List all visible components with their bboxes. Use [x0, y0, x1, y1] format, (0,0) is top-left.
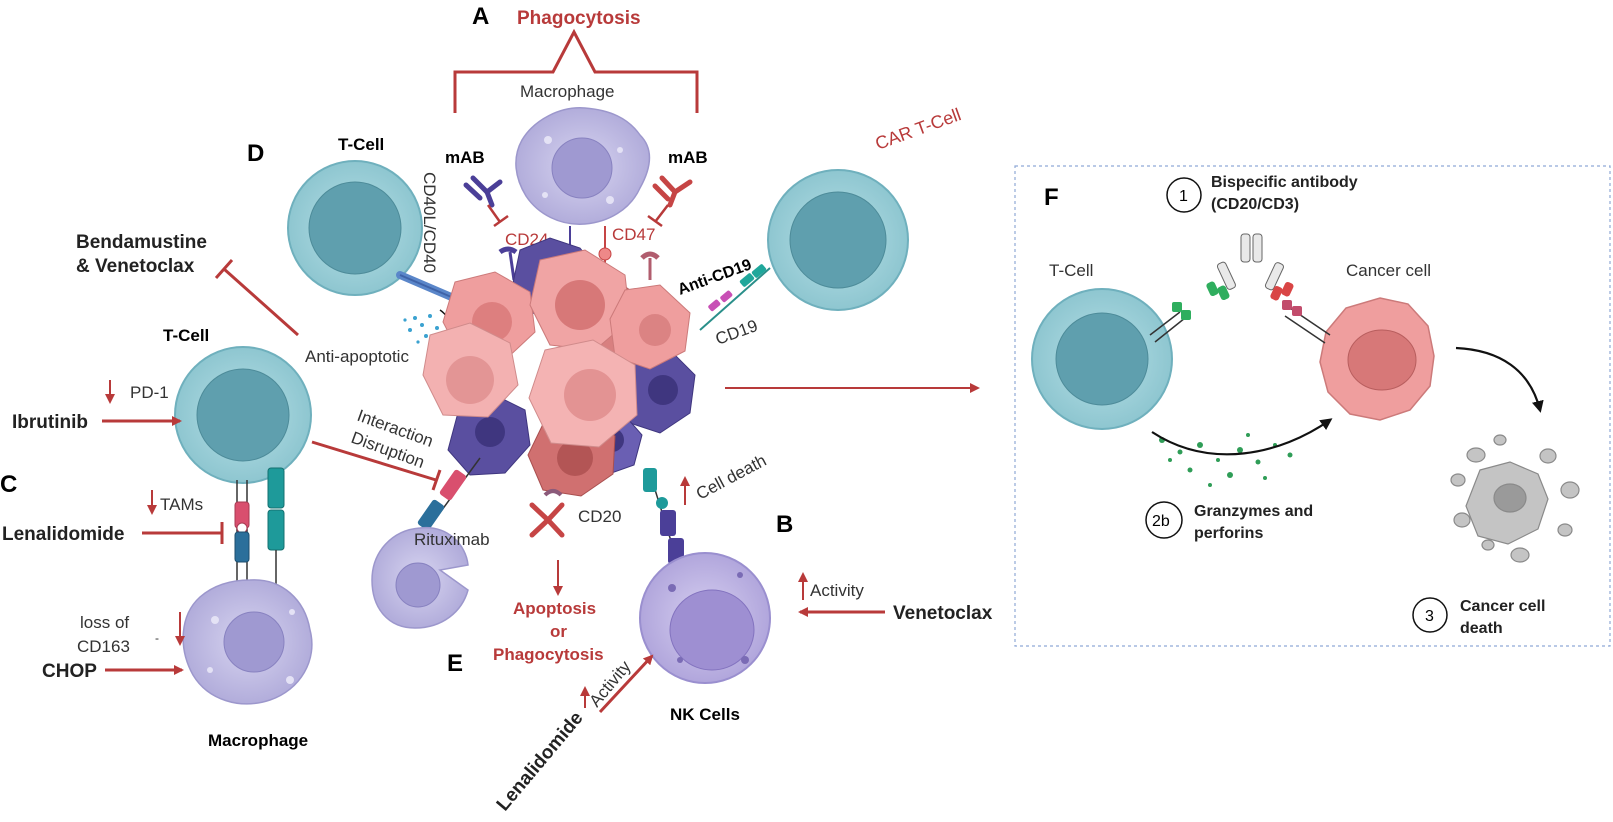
granzyme-arrow — [1151, 418, 1333, 456]
chop-label: CHOP — [42, 661, 97, 682]
lenalidomide-left-label: Lenalidomide — [2, 524, 124, 545]
bendamustine-inhibit-line — [214, 259, 299, 337]
ibrutinib-label: Ibrutinib — [12, 412, 88, 433]
rituximab-macrophage-cell — [371, 527, 469, 629]
step2-line2: perforins — [1194, 525, 1263, 542]
panel-label-d: D — [247, 140, 264, 167]
step3-number: 3 — [1425, 608, 1434, 625]
nk-activity-label: Activity — [810, 581, 864, 600]
apoptosis-line1: Apoptosis — [513, 599, 596, 618]
mab-right-label: mAB — [668, 148, 708, 167]
left-tcell — [174, 346, 312, 484]
apoptosis-line2: or — [550, 622, 567, 641]
panel-label-f: F — [1044, 184, 1059, 211]
cd163-label: CD163 — [77, 637, 130, 656]
cd20-label: CD20 — [578, 507, 621, 526]
bispecific-antibody-icon — [1206, 233, 1294, 301]
cd47-label: CD47 — [612, 225, 655, 244]
car-receptor — [699, 264, 771, 331]
step2-number: 2b — [1152, 513, 1170, 530]
left-tcell-label: T-Cell — [163, 326, 209, 345]
f-cancer-receptor — [1282, 300, 1331, 344]
death-arrow — [1455, 346, 1544, 413]
f-cancer-cell — [1319, 297, 1435, 421]
bendamustine-line1: Bendamustine — [76, 232, 207, 253]
f-tcell — [1031, 288, 1173, 430]
nk-cell — [639, 552, 771, 684]
anti-apoptotic-dots — [403, 314, 439, 344]
cd40-label: CD40L/CD40 — [420, 172, 439, 273]
dead-cell-fragments — [1450, 434, 1580, 563]
panel-label-c: C — [0, 471, 17, 498]
cd20-receptor — [543, 489, 563, 497]
step1-number: 1 — [1179, 188, 1188, 205]
step3-line1: Cancer cell — [1460, 598, 1545, 615]
car-tcell-title: CAR T-Cell — [873, 104, 964, 153]
step3-line2: death — [1460, 620, 1503, 637]
pd1-receptor-pair — [234, 467, 285, 590]
panel-label-e: E — [447, 650, 463, 677]
step2-badge — [1145, 501, 1183, 539]
pd1-label: PD-1 — [130, 383, 169, 402]
panel-label-a: A — [472, 3, 489, 30]
panel-label-b: B — [776, 511, 793, 538]
apoptosis-line3: Phagocytosis — [493, 645, 604, 664]
f-tcell-label: T-Cell — [1049, 261, 1093, 280]
phagocytosis-bracket — [453, 28, 699, 113]
lenalidomide-inhibit-line — [142, 522, 224, 544]
venetoclax-label: Venetoclax — [893, 603, 993, 624]
interaction-inhibit-line — [311, 440, 442, 491]
nk-receptor — [643, 468, 684, 571]
f-tcell-receptor — [1149, 302, 1191, 343]
left-macrophage-cell — [182, 579, 313, 705]
car-tcell — [767, 169, 909, 311]
anti-apoptotic-label: Anti-apoptotic — [305, 347, 409, 366]
cd20-antibody-icon — [529, 502, 565, 538]
bendamustine-line2: & Venetoclax — [76, 256, 195, 277]
lenalidomide-bottom-arrow — [598, 654, 654, 714]
mab-right-antibody-icon — [652, 175, 693, 208]
cell-death-label: Cell death — [693, 451, 770, 504]
tams-label: TAMs — [160, 495, 203, 514]
granzyme-dots — [1159, 433, 1293, 487]
cancer-cell-cluster — [422, 237, 696, 497]
panel-f-box — [1014, 165, 1611, 647]
f-cancer-cell-label: Cancer cell — [1346, 261, 1431, 280]
cd19-label: CD19 — [713, 316, 760, 349]
step3-badge — [1412, 597, 1448, 633]
d-tcell — [287, 160, 423, 296]
step2-line1: Granzymes and — [1194, 503, 1313, 520]
top-macrophage-cell — [515, 107, 651, 225]
mab-left-label: mAB — [445, 148, 485, 167]
step1-line1: Bispecific antibody — [1211, 174, 1358, 191]
step1-badge — [1166, 177, 1202, 213]
cd163-superscript: - — [155, 631, 159, 645]
rituximab-label: Rituximab — [414, 530, 490, 549]
loss-of-label: loss of — [80, 613, 129, 632]
mab-left-antibody-icon — [463, 175, 503, 208]
step1-line2: (CD20/CD3) — [1211, 196, 1299, 213]
d-tcell-label: T-Cell — [338, 135, 384, 154]
top-macrophage-label: Macrophage — [520, 82, 615, 101]
nk-cells-label: NK Cells — [670, 705, 740, 724]
left-macrophage-label: Macrophage — [208, 731, 308, 750]
lenalidomide-bottom-label: Lenalidomide — [493, 708, 588, 815]
rituximab-receptor — [417, 457, 481, 541]
phagocytosis-title: Phagocytosis — [517, 8, 641, 29]
